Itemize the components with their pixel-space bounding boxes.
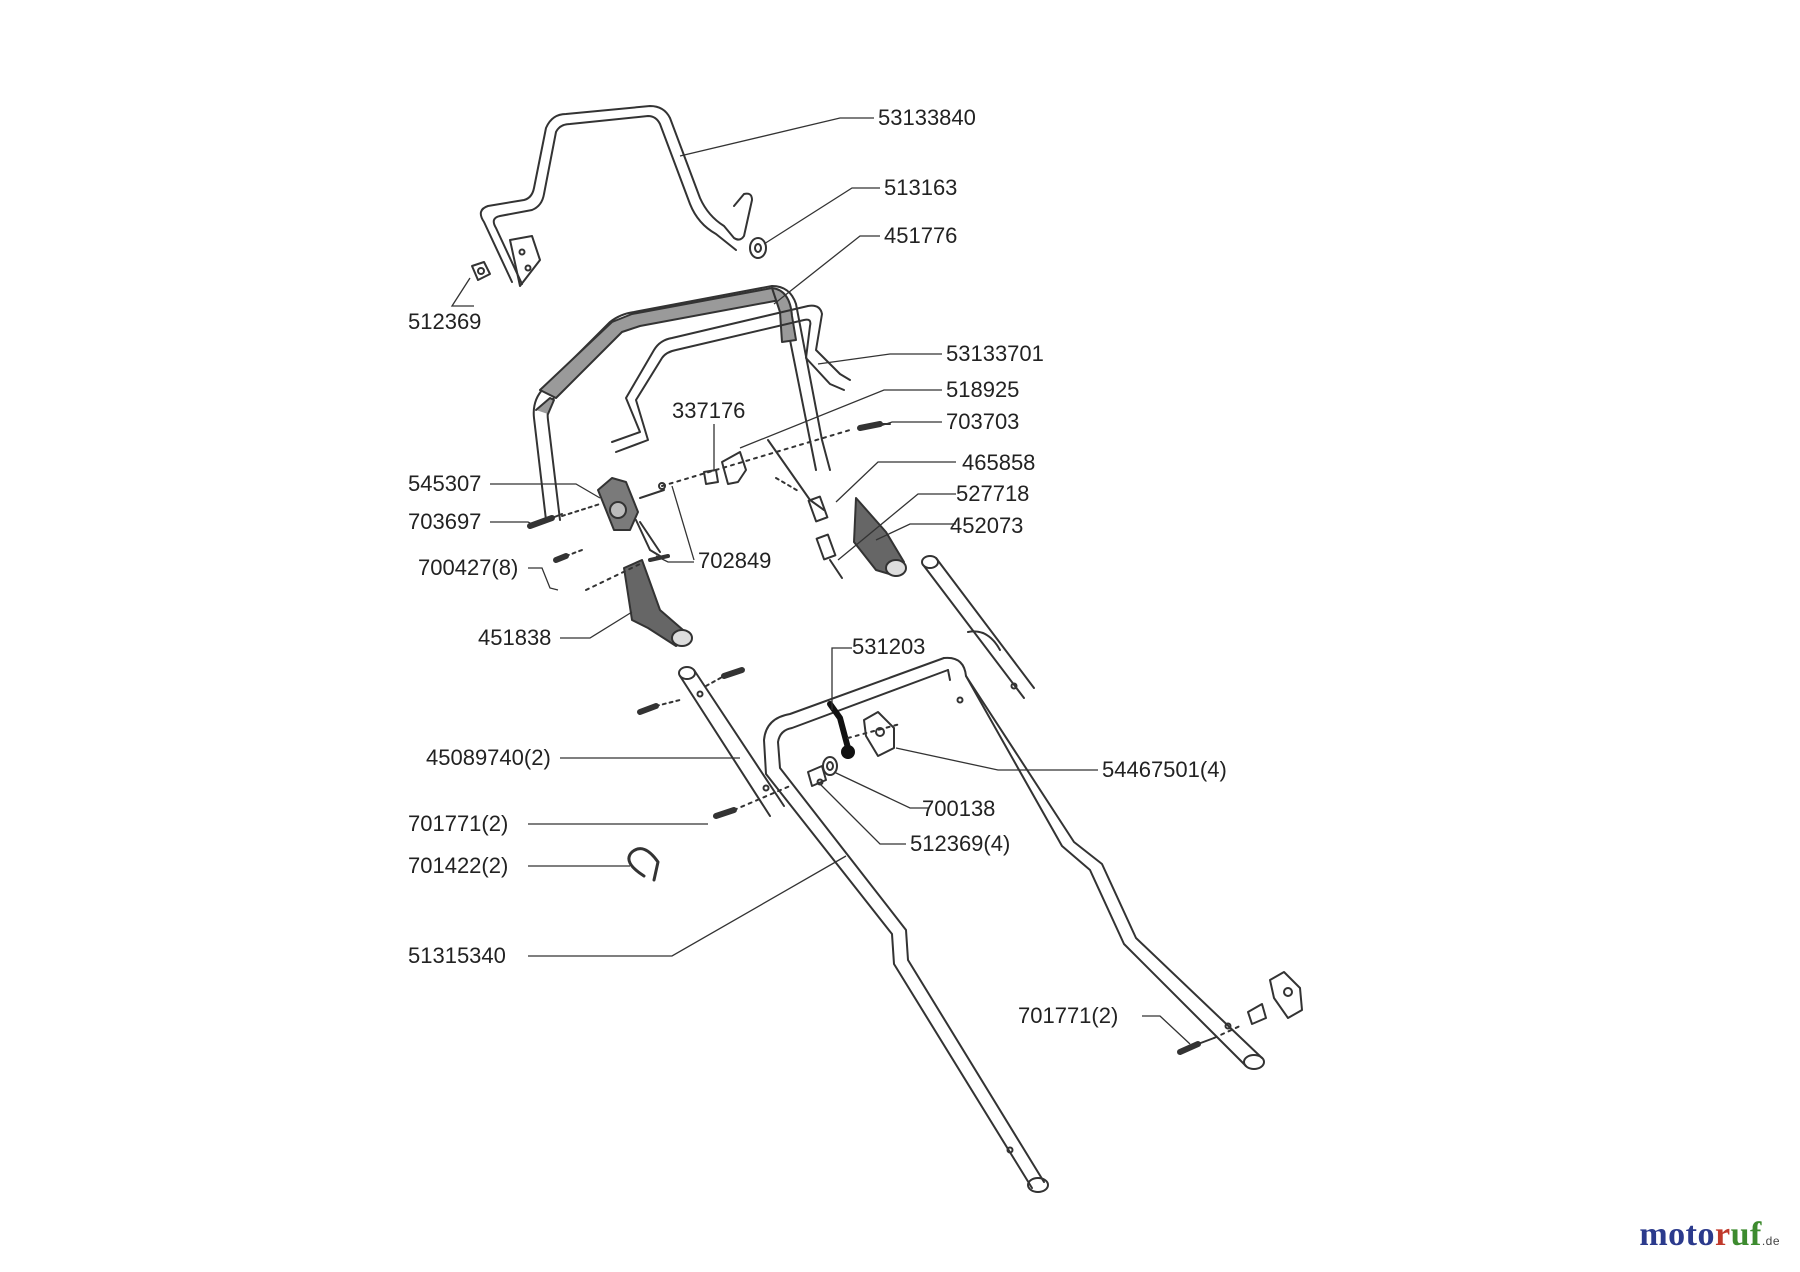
lower-handle (763, 656, 1265, 1193)
label-452073: 452073 (950, 513, 1024, 538)
cable-parts (767, 439, 843, 579)
label-703703: 703703 (946, 409, 1020, 434)
label-512369-4: 512369(4) (910, 831, 1011, 856)
label-53133701: 53133701 (946, 341, 1044, 366)
washer-513163 (749, 237, 767, 259)
label-53133840: 53133840 (878, 105, 976, 130)
label-701771-left: 701771(2) (408, 811, 509, 836)
control-box (597, 477, 665, 557)
leader-lines (450, 117, 1191, 1045)
label-465858: 465858 (962, 450, 1036, 475)
tube-left (678, 666, 785, 817)
bolts-left (527, 429, 851, 591)
tube-right (921, 555, 1035, 699)
logo-r: r (1714, 1216, 1731, 1253)
motoruf-logo: motoruf.de (1639, 1216, 1780, 1254)
logo-suffix: .de (1761, 1234, 1780, 1248)
logo-moto: moto (1639, 1216, 1715, 1253)
label-337176: 337176 (672, 398, 746, 423)
wing-nut-lower (1269, 971, 1303, 1019)
nut-337176 (703, 469, 719, 485)
label-545307: 545307 (408, 471, 482, 496)
label-54467501: 54467501(4) (1102, 757, 1227, 782)
wing-nut-upper (863, 711, 895, 757)
guard-bar (479, 105, 753, 287)
label-51315340: 51315340 (408, 943, 506, 968)
bolt-703703 (857, 421, 883, 431)
label-451776: 451776 (884, 223, 958, 248)
label-700138: 700138 (922, 796, 996, 821)
label-701422: 701422(2) (408, 853, 509, 878)
label-703697: 703697 (408, 509, 482, 534)
label-700427: 700427(8) (418, 555, 519, 580)
handle-clamp-left (623, 559, 693, 647)
label-512369: 512369 (408, 309, 482, 334)
label-513163: 513163 (884, 175, 958, 200)
bracket-518925 (721, 451, 747, 485)
label-518925: 518925 (946, 377, 1020, 402)
label-701771-right: 701771(2) (1018, 1003, 1119, 1028)
nut-512369 (471, 261, 491, 281)
label-531203: 531203 (852, 634, 926, 659)
label-45089740: 45089740(2) (426, 745, 551, 770)
clip-701422 (627, 847, 660, 882)
bolt-701771-right (1177, 1041, 1201, 1055)
label-451838: 451838 (478, 625, 552, 650)
handle-clamp-right (853, 497, 907, 577)
logo-uf: uf (1730, 1216, 1762, 1253)
control-lever (611, 304, 851, 453)
bolt-701771-left (713, 807, 737, 819)
label-527718: 527718 (956, 481, 1030, 506)
nut-512369-4 (807, 765, 827, 787)
label-702849: 702849 (698, 548, 772, 573)
